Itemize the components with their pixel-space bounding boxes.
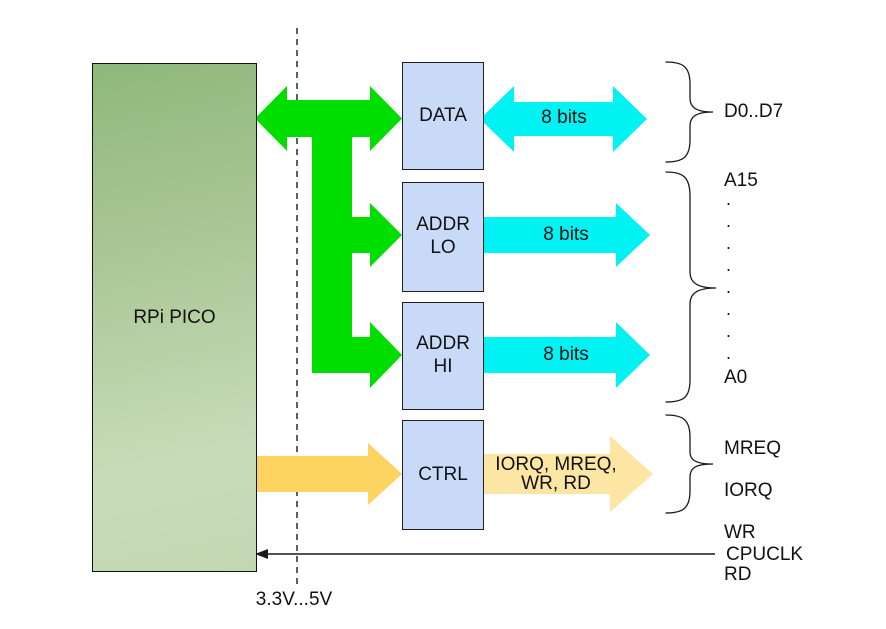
addr-hi-bus-width-label: 8 bits <box>543 344 589 365</box>
green-right-arrowhead <box>370 86 402 151</box>
data-bus-right-arrowhead <box>613 86 647 152</box>
pico-label: RPi PICO <box>133 306 216 328</box>
data-signals-label: D0..D7 <box>724 101 784 122</box>
addr-top-label: A15 <box>724 170 758 191</box>
ctrl-out-shaft <box>482 454 610 494</box>
ctrl-signals-arrow <box>482 436 653 512</box>
ctrl-signal-iorq: IORQ <box>724 480 773 501</box>
data-bus-arrow <box>480 86 647 152</box>
green-addrlo-shaft <box>352 217 370 253</box>
addr-hi-bus-arrow <box>482 322 650 388</box>
data-bus-shaft <box>514 102 613 136</box>
addr-lo-bus-arrow <box>482 203 650 267</box>
ctrl-bus-label: IORQ, MREQ, WR, RD <box>495 454 617 494</box>
green-left-arrowhead <box>255 86 287 151</box>
data-bus-left-arrowhead <box>480 86 514 152</box>
data-block: DATA <box>402 62 484 170</box>
cpuclk-label: CPUCLK <box>726 544 804 565</box>
addr-lo-block-label: ADDR LO <box>416 214 470 258</box>
green-addrlo-arrowhead <box>370 203 402 267</box>
addr-lo-bus-shaft <box>482 217 616 253</box>
voltage-label: 3.3V...5V <box>255 589 333 610</box>
addr-ellipsis-dots: . . . . . . . . <box>726 189 732 363</box>
addr-hi-block: ADDR HI <box>402 302 484 410</box>
pico-block: RPi PICO <box>92 63 257 572</box>
addr-bottom-label: A0 <box>724 367 748 388</box>
ctrl-out-arrowhead <box>610 436 653 512</box>
ctrl-in-shaft <box>255 456 368 492</box>
addr-hi-bus-arrowhead <box>616 322 650 388</box>
addr-hi-block-label: ADDR HI <box>416 333 470 377</box>
addr-lo-bus-width-label: 8 bits <box>543 224 589 245</box>
cpuclk-signal <box>255 549 715 559</box>
ctrl-signal-mreq: MREQ <box>724 438 781 459</box>
data-block-label: DATA <box>419 104 467 126</box>
ctrl-signal-wr: WR <box>724 522 756 543</box>
ctrl-block: CTRL <box>402 420 484 530</box>
addr-signals-brace <box>665 171 717 403</box>
green-vertical-trunk <box>312 100 352 373</box>
cpuclk-arrowhead <box>255 549 268 559</box>
ctrl-in-arrowhead <box>368 443 402 505</box>
pico-to-ctrl-arrow <box>255 443 402 505</box>
pico-system-bus-arrow <box>255 86 402 388</box>
green-addrhi-shaft <box>352 337 370 373</box>
ctrl-signal-list: MREQ IORQ WR RD <box>724 417 781 606</box>
green-addrhi-arrowhead <box>370 322 402 388</box>
ctrl-signals-brace <box>665 414 714 514</box>
addr-lo-block: ADDR LO <box>402 182 484 292</box>
ctrl-block-label: CTRL <box>418 463 468 485</box>
ctrl-signal-rd: RD <box>724 564 752 585</box>
data-signals-brace <box>665 61 714 163</box>
data-bus-width-label: 8 bits <box>541 107 587 128</box>
addr-lo-bus-arrowhead <box>616 203 650 267</box>
addr-hi-bus-shaft <box>482 337 616 373</box>
